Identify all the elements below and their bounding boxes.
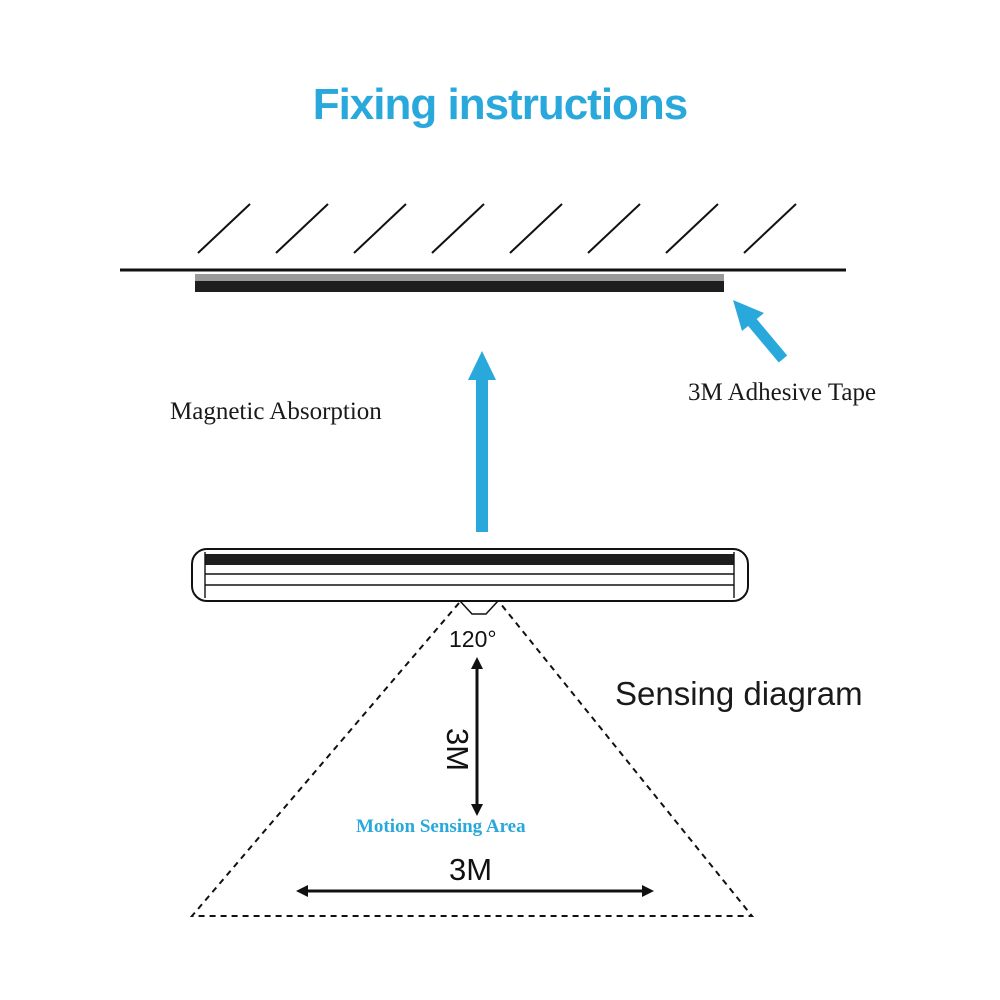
adhesive-tape-strip [195, 274, 724, 281]
magnetic-absorption-label: Magnetic Absorption [170, 398, 382, 425]
page-title: Fixing instructions [312, 80, 689, 129]
motion-sensor [459, 600, 499, 615]
light-bar [191, 548, 749, 602]
sensing-diagram-label: Sensing diagram [615, 675, 863, 712]
tape-pointer-arrow [733, 300, 788, 363]
vertical-range-label: 3M [440, 728, 475, 772]
absorption-arrow [468, 351, 496, 532]
adhesive-tape-label: 3M Adhesive Tape [688, 379, 877, 406]
ceiling-hatch [197, 203, 797, 254]
horizontal-range-label: 3M [449, 852, 493, 887]
magnetic-strip [195, 281, 724, 292]
sensing-angle-label: 120° [449, 626, 497, 652]
motion-sensing-area-label: Motion Sensing Area [356, 816, 526, 837]
